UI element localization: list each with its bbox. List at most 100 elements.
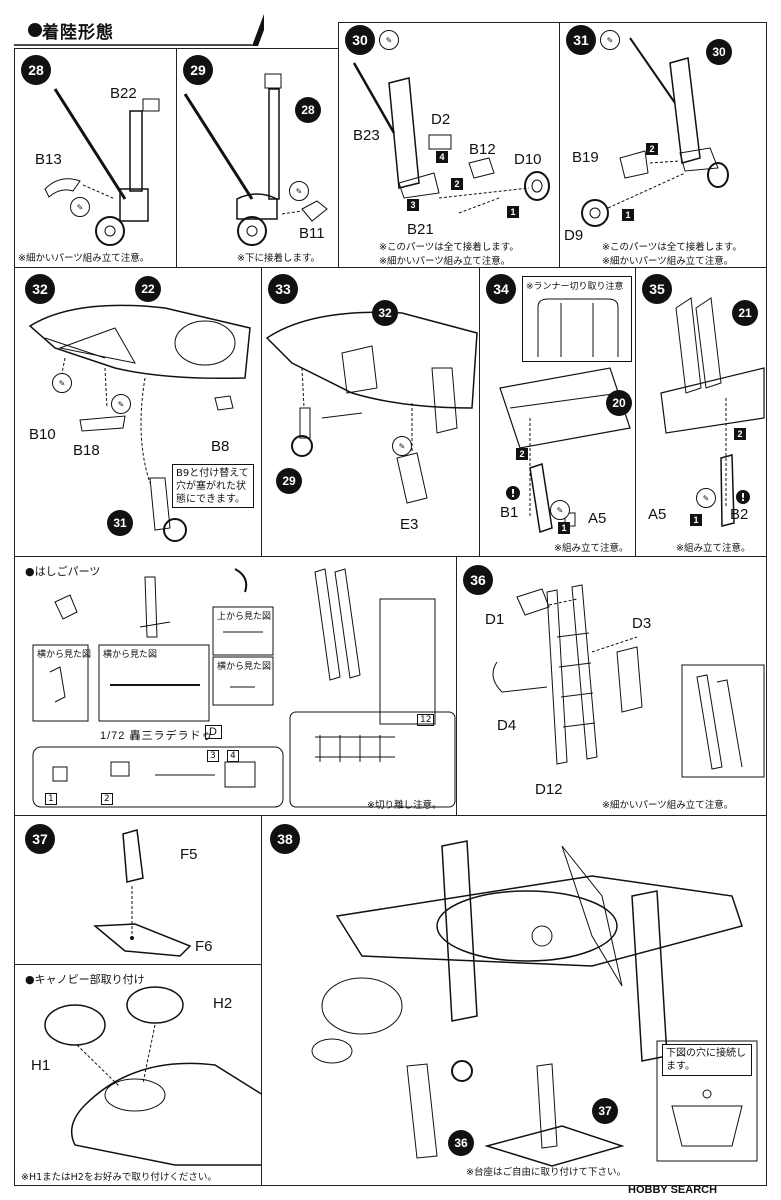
- part-label-a5: A5: [648, 506, 667, 523]
- order-1: 1: [622, 209, 634, 221]
- canopy-title: ●キャノピー部取り付け: [25, 973, 145, 986]
- order-4: 4: [436, 151, 448, 163]
- step-31-panel: 31 ✎ 30 B19 D9 2 1 ※このパーツは全て接着します。 ※細かいパ…: [559, 22, 767, 268]
- step-30-note1: ※このパーツは全て接着します。: [379, 242, 519, 253]
- glue-icon: ✎: [289, 181, 309, 201]
- part-label-d3: D3: [632, 615, 652, 632]
- step-29-panel: 29 28 ✎ B11 ※下に接着します。: [176, 48, 339, 268]
- glue-icon: ✎: [111, 394, 131, 414]
- b9-callout: B9と付け替えて穴が塞がれた状態にできます。: [172, 464, 254, 508]
- ref-badge-32: 32: [372, 300, 398, 326]
- step-28-note: ※細かいパーツ組み立て注意。: [18, 253, 150, 264]
- part-label-b19: B19: [572, 149, 599, 166]
- part-label-b10: B10: [29, 426, 56, 443]
- glue-icon: ✎: [600, 30, 620, 50]
- side-view-label-1: 横から見た図: [37, 650, 92, 660]
- step-33-panel: 33 32 ✎ 29 E3: [261, 267, 480, 557]
- step-number-36: 36: [463, 565, 493, 595]
- part-label-b11: B11: [299, 225, 325, 242]
- part-label-b2: B2: [730, 506, 749, 523]
- step-31-diagram: [581, 37, 729, 227]
- ref-badge-29: 29: [276, 468, 302, 494]
- step-number-29: 29: [183, 55, 213, 85]
- side-view-label-3: 横から見た図: [217, 662, 272, 672]
- canopy-panel: ●キャノピー部取り付け H2 H1 ※H1またはH2をお好みで取り付けください。: [14, 964, 262, 1186]
- part-label-f5: F5: [180, 846, 198, 863]
- part-label-d10: D10: [514, 151, 542, 168]
- gate-3: 3: [207, 750, 219, 762]
- step-number-35: 35: [642, 274, 672, 304]
- step-number-28: 28: [21, 55, 51, 85]
- ref-badge-31: 31: [107, 510, 133, 536]
- header-banner: [14, 14, 264, 46]
- part-label-b18: B18: [73, 442, 100, 459]
- ref-badge-28: 28: [295, 97, 321, 123]
- part-label-b23: B23: [353, 127, 380, 144]
- step-number-30: 30: [345, 25, 375, 55]
- glue-icon: ✎: [52, 373, 72, 393]
- part-label-h2: H2: [213, 995, 233, 1012]
- step-34-panel: 34 ※ランナー切り取り注意 20 2 ! B1 ✎ 1 A5 ※組み立て注意。: [479, 267, 636, 557]
- step-30-diagram: [352, 62, 550, 214]
- step-30-panel: 30 ✎ D2 B12 B23 D10 B21 4 2 3 1 ※このパーツは全…: [338, 22, 560, 268]
- step-38-note: ※台座はご自由に取り付けて下さい。: [466, 1167, 626, 1178]
- order-1: 1: [558, 522, 570, 534]
- ref-badge-21: 21: [732, 300, 758, 326]
- part-label-a5: A5: [588, 510, 607, 527]
- step-29-note: ※下に接着します。: [237, 253, 321, 264]
- step-35-panel: 35 21 2 ✎ ! A5 1 B2 ※組み立て注意。: [635, 267, 767, 557]
- gate-2: 2: [101, 793, 113, 805]
- warning-icon: !: [736, 490, 750, 504]
- part-label-b13: B13: [35, 151, 62, 168]
- step-38-panel: 38 下図の穴に接続します。 37 36 ※台座はご自由に取り付けて下さい。: [261, 815, 767, 1186]
- step-37-diagram: [93, 829, 192, 957]
- step-31-note1: ※このパーツは全て接着します。: [602, 242, 742, 253]
- part-label-f6: F6: [195, 938, 213, 955]
- canopy-note: ※H1またはH2をお好みで取り付けください。: [21, 1172, 217, 1183]
- ladder-parts-panel: ●はしごパーツ 横から見た図 横から見た図: [14, 556, 457, 816]
- glue-icon: ✎: [379, 30, 399, 50]
- ladder-parts-diagram: [32, 568, 456, 808]
- gate-4: 4: [227, 750, 239, 762]
- side-view-label-2: 横から見た図: [103, 650, 158, 660]
- step-28-panel: 28 B22 B13 ✎ ※細かいパーツ組み立て注意。: [14, 48, 177, 268]
- ref-badge-22: 22: [135, 276, 161, 302]
- step-36-note: ※細かいパーツ組み立て注意。: [602, 800, 734, 811]
- step-33-diagram: [265, 311, 478, 504]
- mount-callout: 下図の穴に接続します。: [662, 1044, 752, 1076]
- step-37-panel: 37 F5 F6: [14, 815, 262, 965]
- part-label-h1: H1: [31, 1057, 51, 1074]
- canopy-diagram: [44, 986, 261, 1166]
- step-number-37: 37: [25, 824, 55, 854]
- glue-icon: ✎: [70, 197, 90, 217]
- order-2: 2: [451, 178, 463, 190]
- warning-icon: !: [506, 486, 520, 500]
- part-label-d1: D1: [485, 611, 505, 628]
- watermark: HOBBY SEARCH: [628, 1184, 718, 1196]
- bullet-icon: [28, 23, 42, 37]
- step-number-38: 38: [270, 824, 300, 854]
- ref-badge-36: 36: [448, 1130, 474, 1156]
- step-number-34: 34: [486, 274, 516, 304]
- step-number-32: 32: [25, 274, 55, 304]
- step-32-diagram: [28, 304, 251, 542]
- ref-badge-37: 37: [592, 1098, 618, 1124]
- step-32-panel: 32 22 ✎ ✎ B10 B18 B8 B9と付け替えて穴が塞がれた状態にでき…: [14, 267, 262, 557]
- step-38-diagram: [311, 840, 758, 1167]
- order-2: 2: [734, 428, 746, 440]
- step-35-diagram: [660, 297, 765, 527]
- gate-1: 1: [45, 793, 57, 805]
- order-1: 1: [690, 514, 702, 526]
- step-30-note2: ※細かいパーツ組み立て注意。: [379, 256, 511, 267]
- step-number-33: 33: [268, 274, 298, 304]
- step-31-note2: ※細かいパーツ組み立て注意。: [602, 256, 734, 267]
- step-34-note: ※組み立て注意。: [554, 543, 629, 554]
- step-28-diagram: [44, 88, 160, 246]
- part-label-d2: D2: [431, 111, 451, 128]
- step-35-note: ※組み立て注意。: [676, 543, 751, 554]
- ladder-note: ※切り離し注意。: [367, 800, 442, 811]
- order-1: 1: [507, 206, 519, 218]
- top-view-label: 上から見た図: [217, 612, 272, 622]
- step-34-diagram: [499, 367, 631, 533]
